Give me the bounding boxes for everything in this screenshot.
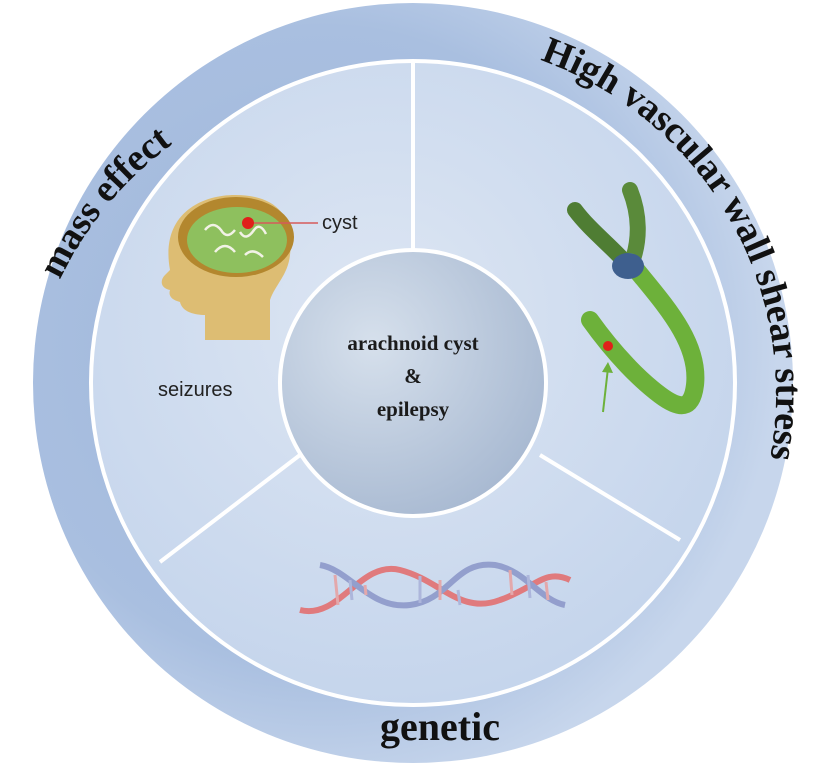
center-title-line3: epilepsy [377, 397, 450, 421]
brain-folds [204, 223, 268, 258]
label-seizures: seizures [158, 379, 232, 401]
vessel-illustration [567, 182, 705, 415]
dna-rungs [333, 569, 550, 606]
shear-arrow [602, 367, 609, 413]
label-genetic: genetic [380, 704, 500, 749]
aneurysm-blob [612, 253, 644, 279]
shear-arrow-head [602, 362, 613, 373]
center-title-line1: arachnoid cyst [347, 331, 478, 355]
divider-lower-left [158, 453, 302, 564]
shear-point-dot [603, 341, 613, 351]
cyst-dot [242, 217, 254, 229]
brain-shape [187, 207, 287, 273]
center-disc [278, 248, 548, 518]
dna-illustration [299, 561, 572, 615]
divider-lower-right [538, 453, 682, 542]
head-illustration [161, 195, 318, 340]
label-cyst: cyst [322, 212, 358, 234]
vessel-branch-right [622, 182, 646, 270]
vessel-trunk [581, 253, 705, 415]
center-title-line2: & [404, 364, 422, 388]
